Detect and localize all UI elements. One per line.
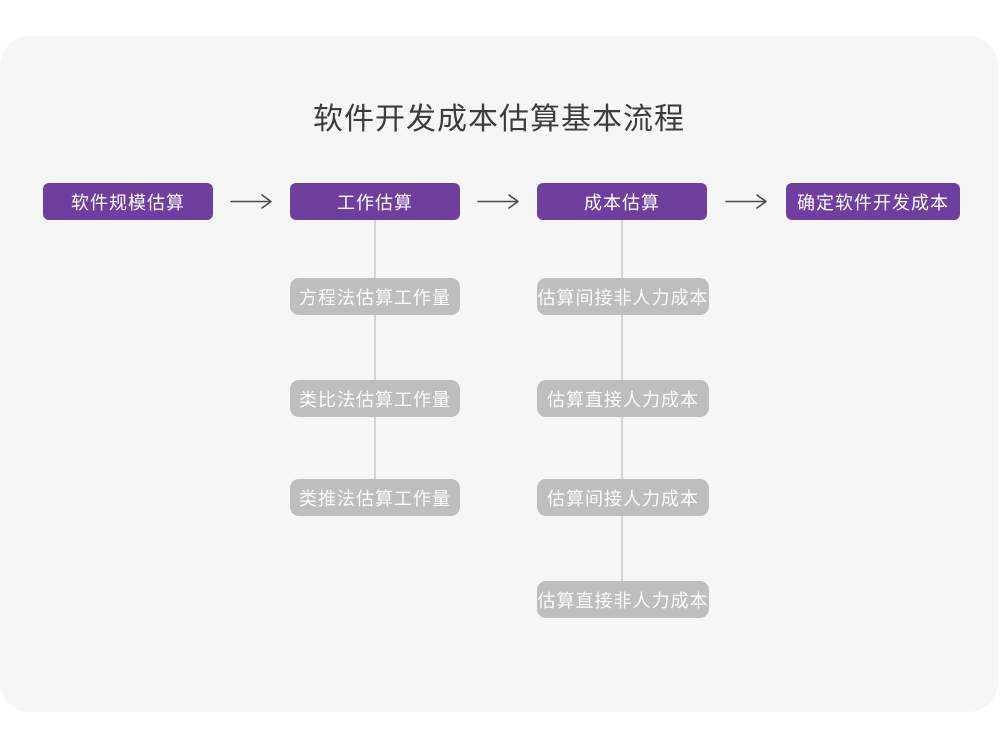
flow-node-equation-method: 方程法估算工作量	[290, 278, 460, 315]
flow-node-analogy-method: 类比法估算工作量	[290, 380, 460, 417]
flow-node-software-scale-estimation: 软件规模估算	[43, 183, 213, 220]
flow-node-cost-estimation: 成本估算	[537, 183, 707, 220]
arrow-layer	[230, 194, 767, 209]
right-arrow-icon	[230, 194, 272, 209]
flow-node-indirect-non-labor-cost: 估算间接非人力成本	[537, 278, 709, 315]
flow-node-work-estimation: 工作估算	[290, 183, 460, 220]
flow-node-direct-labor-cost: 估算直接人力成本	[537, 380, 709, 417]
flowchart-card: 软件开发成本估算基本流程 软件规模估算 工作估算 成本估算 确定软件开发成本 方	[0, 36, 998, 712]
right-arrow-icon	[477, 194, 519, 209]
flow-node-direct-non-labor-cost: 估算直接非人力成本	[537, 581, 709, 618]
flow-node-extrapolation-method: 类推法估算工作量	[290, 479, 460, 516]
page-title: 软件开发成本估算基本流程	[313, 103, 685, 136]
flow-node-determine-development-cost: 确定软件开发成本	[786, 183, 960, 220]
right-arrow-icon	[725, 194, 767, 209]
flow-node-indirect-labor-cost: 估算间接人力成本	[537, 479, 709, 516]
connector-line-work-estimation	[374, 219, 376, 498]
